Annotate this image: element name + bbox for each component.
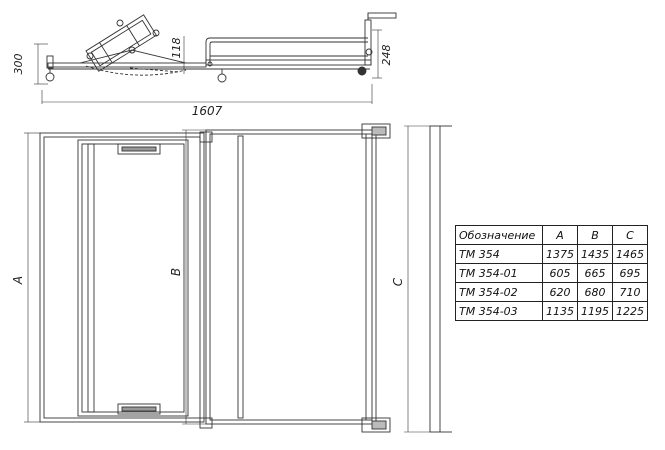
- spec-table: Обозначение A B C ТМ 354 1375 1435 1465 …: [455, 225, 648, 321]
- table-header-row: Обозначение A B C: [455, 225, 648, 245]
- cell-c: 1465: [612, 244, 648, 264]
- cell-designation: ТМ 354-03: [455, 301, 543, 321]
- cell-c: 1225: [612, 301, 648, 321]
- table-row: ТМ 354 1375 1435 1465: [455, 244, 648, 264]
- dim-c: C: [391, 277, 405, 286]
- header-a: A: [542, 225, 578, 245]
- table-row: ТМ 354-01 605 665 695: [455, 263, 648, 283]
- table-row: ТМ 354-03 1135 1195 1225: [455, 301, 648, 321]
- dim-a: A: [11, 276, 25, 285]
- dim-248: 248: [380, 45, 393, 66]
- cell-c: 695: [612, 263, 648, 283]
- cell-a: 1135: [542, 301, 578, 321]
- header-b: B: [577, 225, 613, 245]
- side-view: [34, 12, 397, 104]
- cell-designation: ТМ 354-01: [455, 263, 543, 283]
- cell-a: 605: [542, 263, 578, 283]
- cell-b: 665: [577, 263, 613, 283]
- cell-a: 1375: [542, 244, 578, 264]
- cell-designation: ТМ 354-02: [455, 282, 543, 302]
- cell-b: 680: [577, 282, 613, 302]
- header-c: C: [612, 225, 648, 245]
- cell-a: 620: [542, 282, 578, 302]
- dim-b: B: [169, 268, 183, 276]
- cell-designation: ТМ 354: [455, 244, 543, 264]
- cell-c: 710: [612, 282, 648, 302]
- cell-b: 1195: [577, 301, 613, 321]
- cell-b: 1435: [577, 244, 613, 264]
- table-row: ТМ 354-02 620 680 710: [455, 282, 648, 302]
- plan-view: [24, 123, 452, 433]
- header-designation: Обозначение: [455, 225, 543, 245]
- dim-118: 118: [170, 38, 183, 59]
- dim-300: 300: [12, 54, 25, 75]
- dim-1607: 1607: [192, 104, 223, 118]
